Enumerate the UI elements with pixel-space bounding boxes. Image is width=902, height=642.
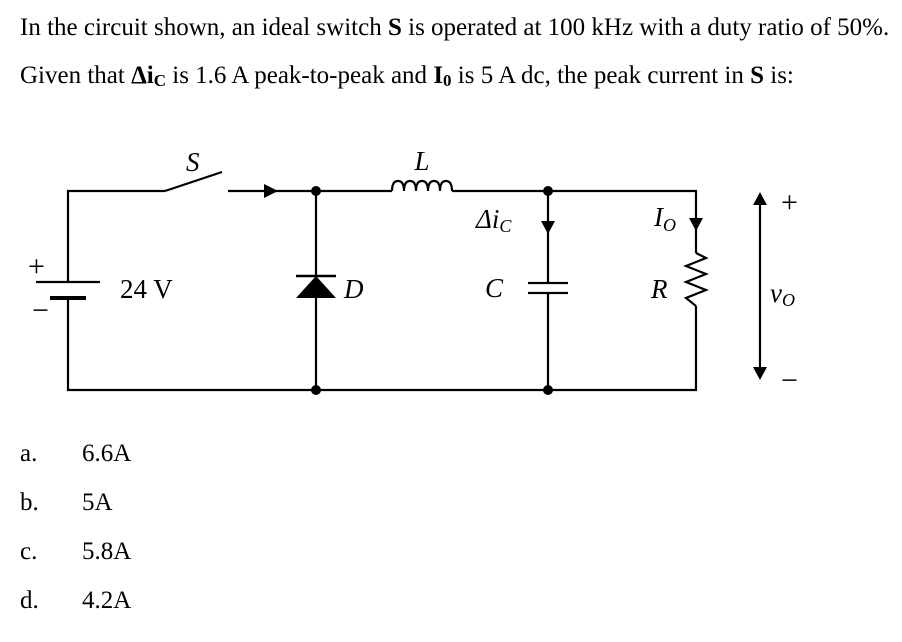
vo-double-arrow [753, 192, 767, 380]
switch-name-bold: S [387, 14, 402, 41]
option-value: 6.6A [82, 440, 132, 467]
buck-converter-circuit: S L + − 24 V D ΔiC C IO R + − vO [28, 146, 798, 397]
question-part-2: is operated at 100 kHz with a duty ratio… [20, 14, 890, 89]
junction-dot [311, 385, 321, 395]
io-label-main: I [653, 202, 665, 232]
diode-label: D [343, 274, 364, 304]
io-term: I0 [433, 62, 451, 89]
option-value: 5A [82, 489, 113, 516]
vo-plus-sign: + [781, 186, 798, 219]
io-label: IO [653, 202, 676, 235]
resistor-zigzag [683, 252, 709, 307]
wire-top-left [66, 189, 165, 282]
junction-dots [311, 186, 553, 395]
option-letter: d. [20, 587, 39, 614]
delta-ic-label: ΔiC [475, 204, 512, 236]
battery-symbol [36, 280, 100, 300]
wire-bottom [66, 298, 698, 392]
question-part-1: In the circuit shown, an ideal switch [20, 14, 388, 41]
question-part-4: is 5 A dc, the peak current in [451, 62, 751, 89]
io-subscript: 0 [443, 71, 452, 90]
current-arrows [264, 184, 703, 234]
capacitor-label: C [485, 273, 504, 303]
vo-minus-sign: − [781, 364, 798, 397]
delta-ic-subscript: C [153, 71, 166, 90]
switch-blade [164, 170, 223, 193]
io-symbol: I [433, 62, 444, 89]
io-label-sub: O [663, 215, 676, 235]
option-letter: b. [20, 489, 39, 516]
vo-arrow-up-icon [753, 192, 767, 205]
source-plus-sign: + [28, 250, 45, 283]
inductor-label: L [413, 146, 429, 176]
delta-ic-arrow-icon [541, 221, 555, 234]
circuit-wires [66, 170, 709, 392]
vo-label: vO [770, 278, 795, 310]
source-minus-sign: − [32, 294, 49, 327]
question-part-5: is: [764, 62, 794, 89]
vo-label-main: v [770, 278, 782, 308]
capacitor-symbol [528, 281, 568, 295]
option-value: 5.8A [82, 538, 132, 565]
switch-name-bold-2: S [750, 62, 764, 89]
inductor-coil [390, 179, 454, 192]
vo-arrow-down-icon [753, 367, 767, 380]
question-part-3: is 1.6 A peak-to-peak and [166, 62, 434, 89]
resistor-label: R [650, 274, 668, 304]
switch-label: S [186, 147, 200, 177]
diode-symbol [296, 274, 336, 298]
delta-ic-label-sub: C [499, 216, 512, 236]
delta-ic-label-main: Δi [475, 204, 499, 234]
junction-dot [543, 385, 553, 395]
diode-triangle [296, 276, 336, 298]
option-letter: a. [20, 440, 38, 467]
option-value: 4.2A [82, 587, 132, 614]
delta-ic-term: ΔiC [131, 62, 166, 89]
junction-dot [543, 186, 553, 196]
switch-current-arrow [264, 184, 278, 198]
io-arrow-icon [689, 218, 703, 231]
option-letter: c. [20, 538, 38, 565]
wire-top-right [452, 189, 698, 253]
delta-ic-symbol: Δi [131, 62, 154, 89]
question-text: In the circuit shown, an ideal switch S … [20, 4, 890, 100]
source-voltage-label: 24 V [120, 274, 173, 304]
junction-dot [311, 186, 321, 196]
vo-label-sub: O [782, 290, 795, 310]
